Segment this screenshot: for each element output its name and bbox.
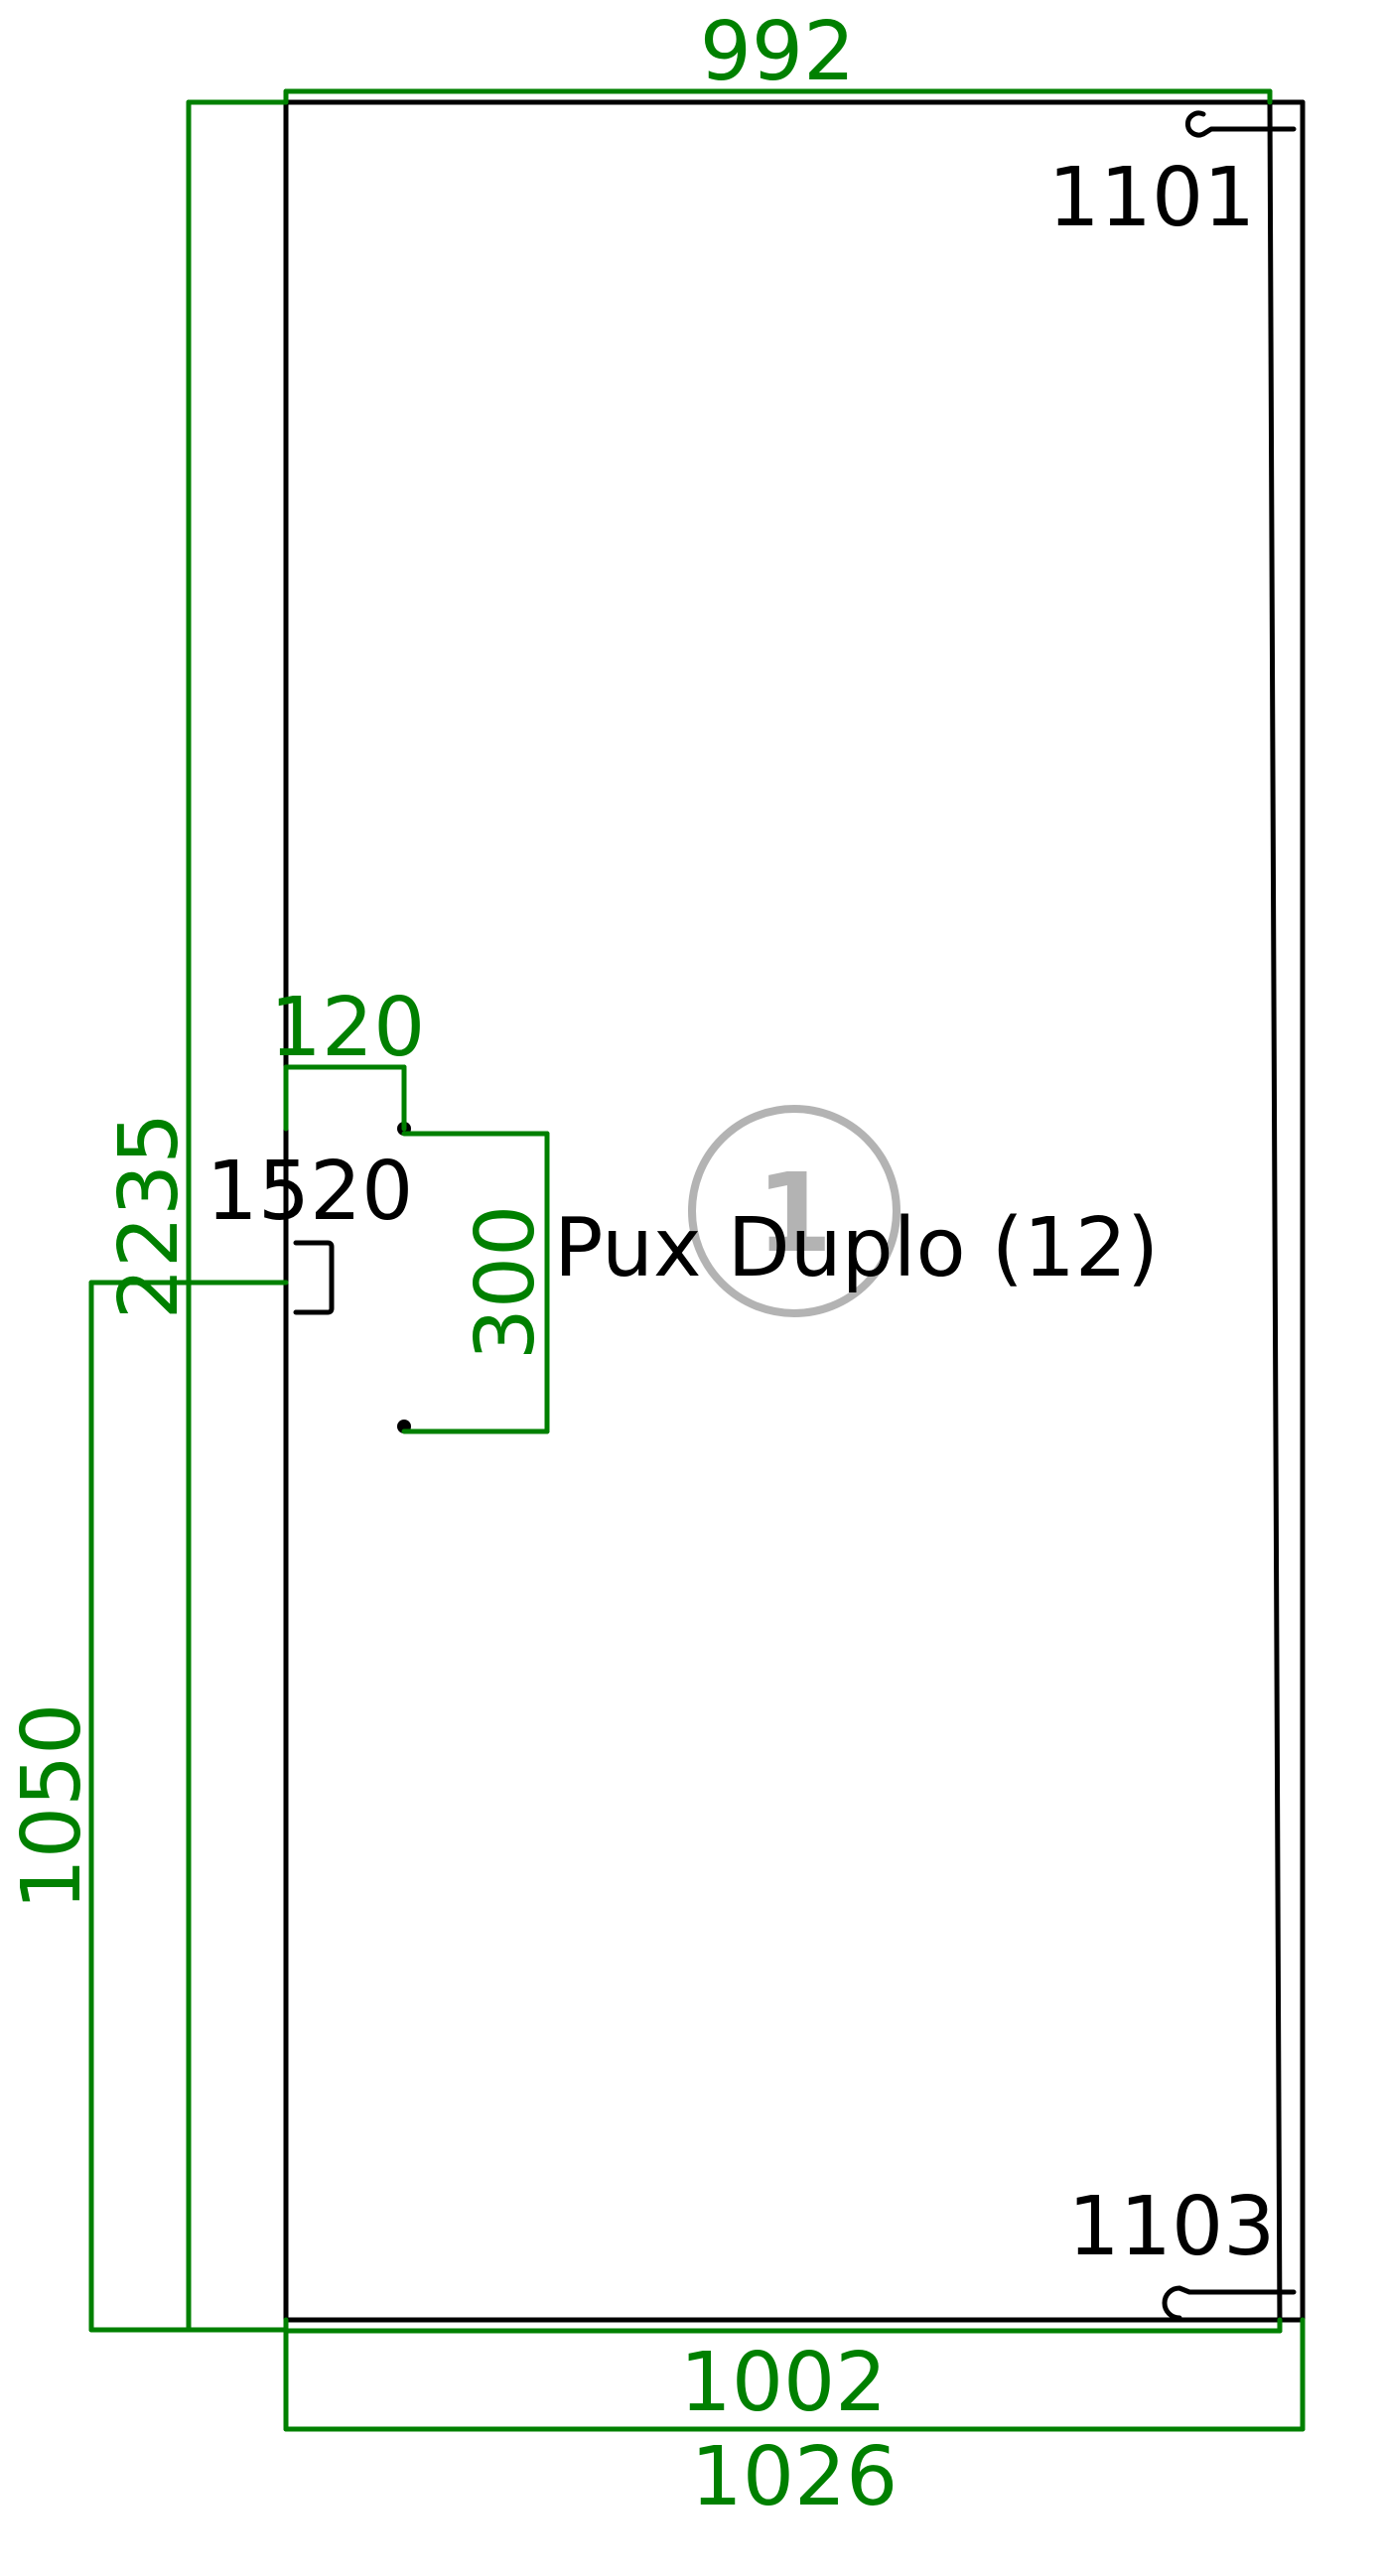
bottom-hinge-symbol <box>1162 2285 1297 2321</box>
dimension-bottom-outer-width-value: 1026 <box>691 2430 899 2524</box>
badge-number: 1 <box>757 1150 833 1277</box>
dimension-handle-spacing-value: 300 <box>459 1205 553 1361</box>
bottom-hinge-label: 1103 <box>1068 2180 1276 2274</box>
door-right-slanted-edge <box>1267 99 1283 2334</box>
lock-label: 1520 <box>207 1145 414 1239</box>
dimension-top-width: 992 <box>283 5 1273 105</box>
top-hinge-symbol <box>1184 110 1297 138</box>
dimension-bottom-inner-width-value: 1002 <box>680 2336 888 2430</box>
bottom-hinge-hook <box>1162 2285 1297 2321</box>
dimension-top-width-value: 992 <box>700 5 856 99</box>
dimension-bottom-inner-width: 1002 <box>283 2317 1283 2430</box>
handle-label: Pux Duplo (12) <box>554 1201 1159 1295</box>
lock-bracket <box>293 1240 335 1315</box>
dimension-total-height: 2235 <box>102 99 289 2333</box>
dimension-handle-offset-value: 120 <box>270 981 426 1075</box>
badge-ring <box>688 1105 900 1317</box>
door-outline <box>283 99 1306 2334</box>
dimension-bottom-outer-width: 1026 <box>283 2317 1306 2524</box>
position-badge: 1 <box>688 1105 900 1317</box>
top-hinge-hook <box>1184 110 1297 138</box>
dimension-handle-offset: 120 <box>270 981 426 1132</box>
dimension-hinge-height: 1050 <box>5 1280 289 2333</box>
dimension-total-height-value: 2235 <box>102 1113 197 1320</box>
dimension-hinge-height-value: 1050 <box>5 1703 99 1911</box>
top-hinge-label: 1101 <box>1048 151 1256 245</box>
dimension-handle-spacing: 300 <box>401 1131 553 1434</box>
